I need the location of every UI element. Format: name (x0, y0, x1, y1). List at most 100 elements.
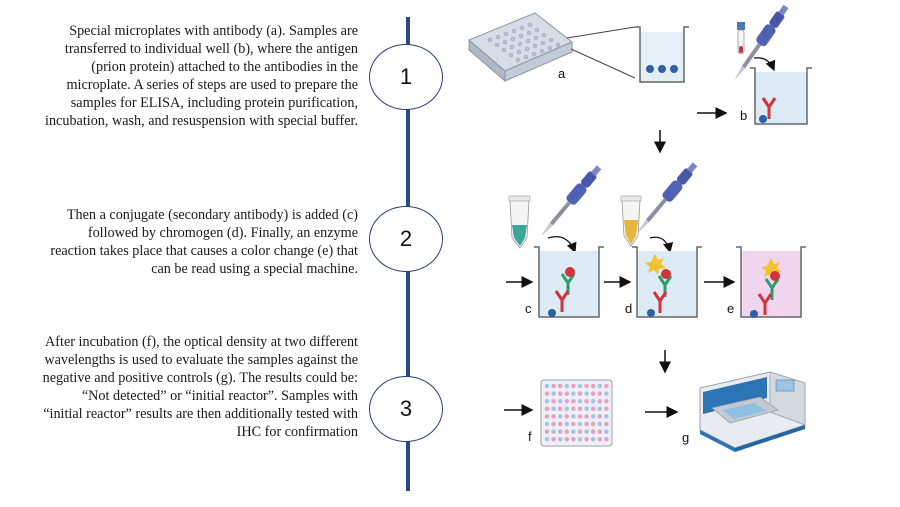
plate-well-dot (571, 391, 576, 396)
plate-well-dot (590, 414, 596, 419)
plate-well-dot (551, 398, 556, 404)
plate-well-dot (557, 398, 563, 404)
plate-well-dot (551, 436, 556, 442)
plate-well-dot (597, 406, 603, 412)
plate-well-dot (604, 421, 609, 427)
plate-well-dot (551, 391, 556, 396)
step-2-circle: 2 (369, 206, 443, 272)
plate-well-dot (564, 421, 570, 427)
plate-well-dot (577, 429, 583, 434)
sample-tube (737, 22, 745, 55)
label-g: g (682, 430, 689, 445)
label-f: f (528, 429, 532, 444)
pipette-c (537, 163, 604, 239)
plate-well-dot (571, 383, 576, 389)
plate-well-dot (584, 429, 589, 434)
plate-well-dot (577, 414, 583, 419)
plate-well-dot (577, 421, 583, 427)
plate-well-dot (571, 414, 576, 419)
plate-well-dot (604, 406, 609, 412)
plate-well-dot (544, 429, 550, 434)
plate-well-dot (590, 429, 596, 434)
plate-well-dot (564, 383, 570, 389)
label-a: a (558, 66, 566, 81)
step-1-number: 1 (399, 64, 413, 89)
plate-well-dot (597, 398, 603, 404)
plate-well-dot (564, 436, 570, 442)
plate-well-dot (604, 391, 609, 396)
plate-well-dot (584, 421, 589, 427)
pipette-d (633, 160, 700, 236)
plate-well-dot (544, 414, 550, 419)
plate-well-dot (557, 406, 563, 412)
plate-well-dot (544, 398, 550, 404)
plate-well-dot (551, 414, 556, 419)
plate-well-dot (551, 406, 556, 412)
plate-well-dot (544, 421, 550, 427)
plate-well-dot (557, 421, 563, 427)
label-b: b (740, 108, 747, 123)
arrow-into-well-d (649, 236, 674, 254)
plate-well-dot (557, 414, 563, 419)
plate-well-dot (604, 414, 609, 419)
label-d: d (625, 301, 632, 316)
plate-well-dot (564, 391, 570, 396)
plate-well-dot (571, 406, 576, 412)
plate-well-dot (577, 391, 583, 396)
plate-well-dot (557, 391, 563, 396)
plate-well-dot (597, 414, 603, 419)
plate-well-dot (557, 429, 563, 434)
plate-well-dot (590, 391, 596, 396)
plate-reader-g (699, 371, 806, 452)
plate-well-dot (590, 398, 596, 404)
label-c: c (525, 301, 532, 316)
plate-well-dot (597, 429, 603, 434)
label-e: e (727, 301, 734, 316)
well-c (534, 246, 604, 318)
plate-well-dot (564, 398, 570, 404)
plate-well-dot (604, 383, 609, 389)
plate-well-dot (590, 383, 596, 389)
plate-well-dot (590, 421, 596, 427)
conjugate-tube (508, 195, 531, 249)
plate-well-dot (551, 383, 556, 389)
plate-well-dot (564, 414, 570, 419)
plate-f (540, 379, 613, 447)
plate-well-dot (564, 429, 570, 434)
plate-well-dot (584, 398, 589, 404)
plate-well-dot (571, 398, 576, 404)
plate-well-dot (544, 436, 550, 442)
well-d (632, 246, 702, 318)
plate-well-dot (604, 436, 609, 442)
well-closeup-a (635, 26, 689, 83)
well-b (750, 67, 812, 125)
plate-well-dot (544, 406, 550, 412)
plate-well-dot (597, 436, 603, 442)
plate-well-dot (604, 429, 609, 434)
microplate-a (468, 12, 636, 83)
plate-well-dot (571, 436, 576, 442)
plate-well-dot (557, 383, 563, 389)
arrow-into-well-c (547, 235, 577, 254)
arrow-into-well-b (753, 57, 776, 72)
plate-well-dot (590, 406, 596, 412)
step-2-text: Then a conjugate (secondary antibody) is… (50, 207, 358, 277)
plate-well-dot (557, 436, 563, 442)
step-3-text: After incubation (f), the optical densit… (42, 334, 358, 440)
plate-well-dot (577, 383, 583, 389)
plate-well-dot (597, 421, 603, 427)
plate-well-dot (577, 406, 583, 412)
step-1-circle: 1 (369, 44, 443, 110)
plate-well-dot (597, 391, 603, 396)
plate-well-dot (544, 391, 550, 396)
chromogen-tube (620, 195, 642, 247)
step-1-text: Special microplates with antibody (a). S… (45, 23, 358, 129)
step-3-circle: 3 (369, 376, 443, 442)
plate-well-dot (584, 391, 589, 396)
well-e (736, 246, 806, 318)
plate-well-dot (590, 436, 596, 442)
plate-well-dot (551, 421, 556, 427)
step-2-number: 2 (399, 226, 413, 251)
plate-well-dot (584, 383, 589, 389)
